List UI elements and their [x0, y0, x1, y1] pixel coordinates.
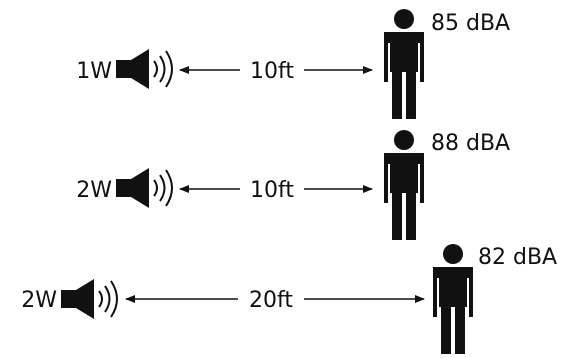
- power-label: 2W: [76, 178, 112, 203]
- speaker-icon: [116, 49, 173, 89]
- distance-label: 10ft: [250, 178, 294, 203]
- person-icon: [384, 130, 424, 240]
- power-label: 1W: [76, 59, 112, 84]
- distance-label: 10ft: [250, 59, 294, 84]
- row-1: 1W 10ft 85 dBA: [76, 9, 510, 119]
- distance-arrow: 20ft: [125, 288, 425, 313]
- speaker-icon: [116, 168, 173, 208]
- distance-arrow: 10ft: [179, 59, 373, 84]
- level-label: 82 dBA: [478, 245, 557, 270]
- speaker-icon: [61, 279, 118, 319]
- person-icon: [433, 244, 473, 354]
- distance-label: 20ft: [249, 288, 293, 313]
- power-label: 2W: [21, 288, 57, 313]
- level-label: 88 dBA: [431, 131, 510, 156]
- row-3: 2W 20ft 82 dBA: [21, 244, 557, 354]
- distance-arrow: 10ft: [179, 178, 373, 203]
- row-2: 2W 10ft 88 dBA: [76, 130, 510, 240]
- level-label: 85 dBA: [431, 11, 510, 36]
- person-icon: [384, 9, 424, 119]
